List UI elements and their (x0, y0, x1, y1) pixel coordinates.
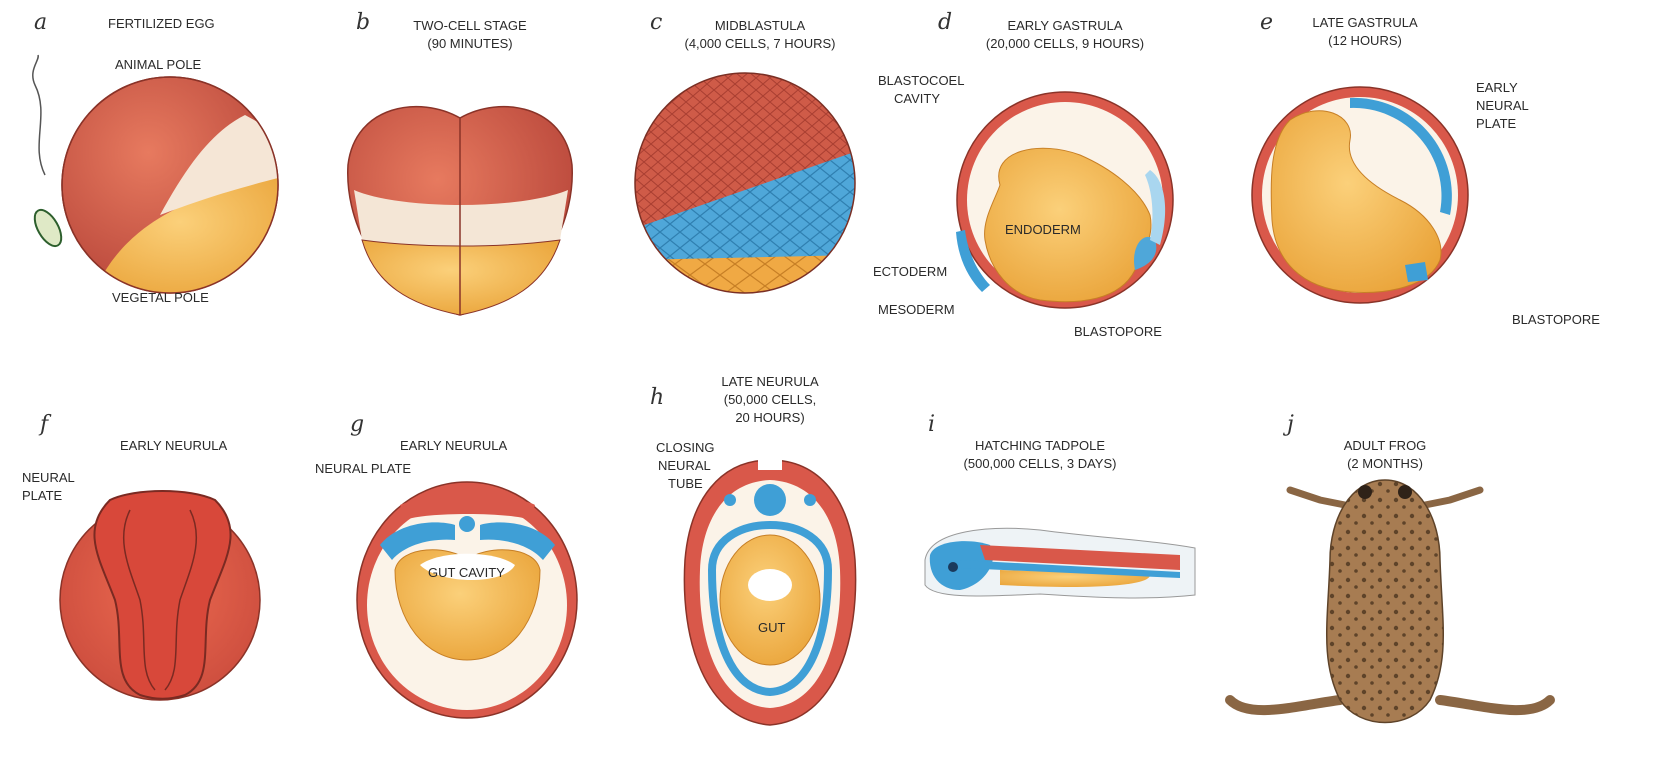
structure-label: PLATE (1476, 116, 1516, 132)
panel-letter: h (650, 385, 664, 410)
fertilized-egg-drawing (29, 55, 290, 300)
panel-title: ADULT FROG (1344, 438, 1427, 454)
panel-subtitle: (12 HOURS) (1328, 33, 1402, 49)
structure-label: ANIMAL POLE (115, 57, 201, 73)
panel-letter: d (938, 10, 952, 35)
panel-subtitle: (4,000 CELLS, 7 HOURS) (684, 36, 835, 52)
panel-subtitle: (90 MINUTES) (427, 36, 512, 52)
panel-title: FERTILIZED EGG (108, 16, 215, 32)
structure-label: CAVITY (894, 91, 940, 107)
panel-letter: e (1260, 10, 1273, 35)
panel-letter: i (928, 412, 935, 437)
hatching-tadpole-drawing (925, 528, 1195, 598)
structure-label: NEURAL (22, 470, 75, 486)
structure-label: ECTODERM (873, 264, 947, 280)
panel-letter: c (650, 10, 662, 35)
late-gastrula-drawing (1252, 87, 1468, 303)
structure-label: ENDODERM (1005, 222, 1081, 238)
structure-label: MESODERM (878, 302, 955, 318)
structure-label: CLOSING (656, 440, 715, 456)
panel-letter: g (350, 412, 364, 437)
early-neurula-external-drawing (60, 491, 260, 700)
panel-letter: f (40, 412, 48, 437)
panel-subtitle: (50,000 CELLS, (724, 392, 817, 408)
panel-subtitle: (20,000 CELLS, 9 HOURS) (986, 36, 1144, 52)
structure-label: NEURAL (658, 458, 711, 474)
structure-label: EARLY (1476, 80, 1518, 96)
panel-title: EARLY GASTRULA (1007, 18, 1122, 34)
panel-title: TWO-CELL STAGE (413, 18, 526, 34)
early-neurula-section-drawing (357, 482, 577, 718)
panel-title: LATE NEURULA (721, 374, 818, 390)
structure-label: BLASTOPORE (1512, 312, 1600, 328)
early-gastrula-drawing (956, 92, 1173, 308)
panel-title: EARLY NEURULA (400, 438, 507, 454)
panel-subtitle: (500,000 CELLS, 3 DAYS) (964, 456, 1117, 472)
panel-title: MIDBLASTULA (715, 18, 805, 34)
panel-subtitle: 20 HOURS) (735, 410, 804, 426)
panel-title: EARLY NEURULA (120, 438, 227, 454)
panel-title: LATE GASTRULA (1312, 15, 1417, 31)
structure-label: VEGETAL POLE (112, 290, 209, 306)
panel-letter: j (1287, 412, 1294, 437)
structure-label: GUT (758, 620, 785, 636)
structure-label: BLASTOPORE (1074, 324, 1162, 340)
adult-frog-drawing (1230, 480, 1550, 723)
panel-subtitle: (2 MONTHS) (1347, 456, 1423, 472)
structure-label: GUT CAVITY (428, 565, 505, 581)
panel-title: HATCHING TADPOLE (975, 438, 1105, 454)
structure-label: NEURAL PLATE (315, 461, 411, 477)
structure-label: PLATE (22, 488, 62, 504)
late-neurula-section-drawing (684, 450, 855, 725)
two-cell-stage-drawing (348, 107, 572, 315)
structure-label: TUBE (668, 476, 703, 492)
panel-letter: b (356, 10, 370, 35)
structure-label: NEURAL (1476, 98, 1529, 114)
panel-letter: a (34, 10, 47, 35)
midblastula-drawing (630, 70, 860, 300)
structure-label: BLASTOCOEL (878, 73, 964, 89)
